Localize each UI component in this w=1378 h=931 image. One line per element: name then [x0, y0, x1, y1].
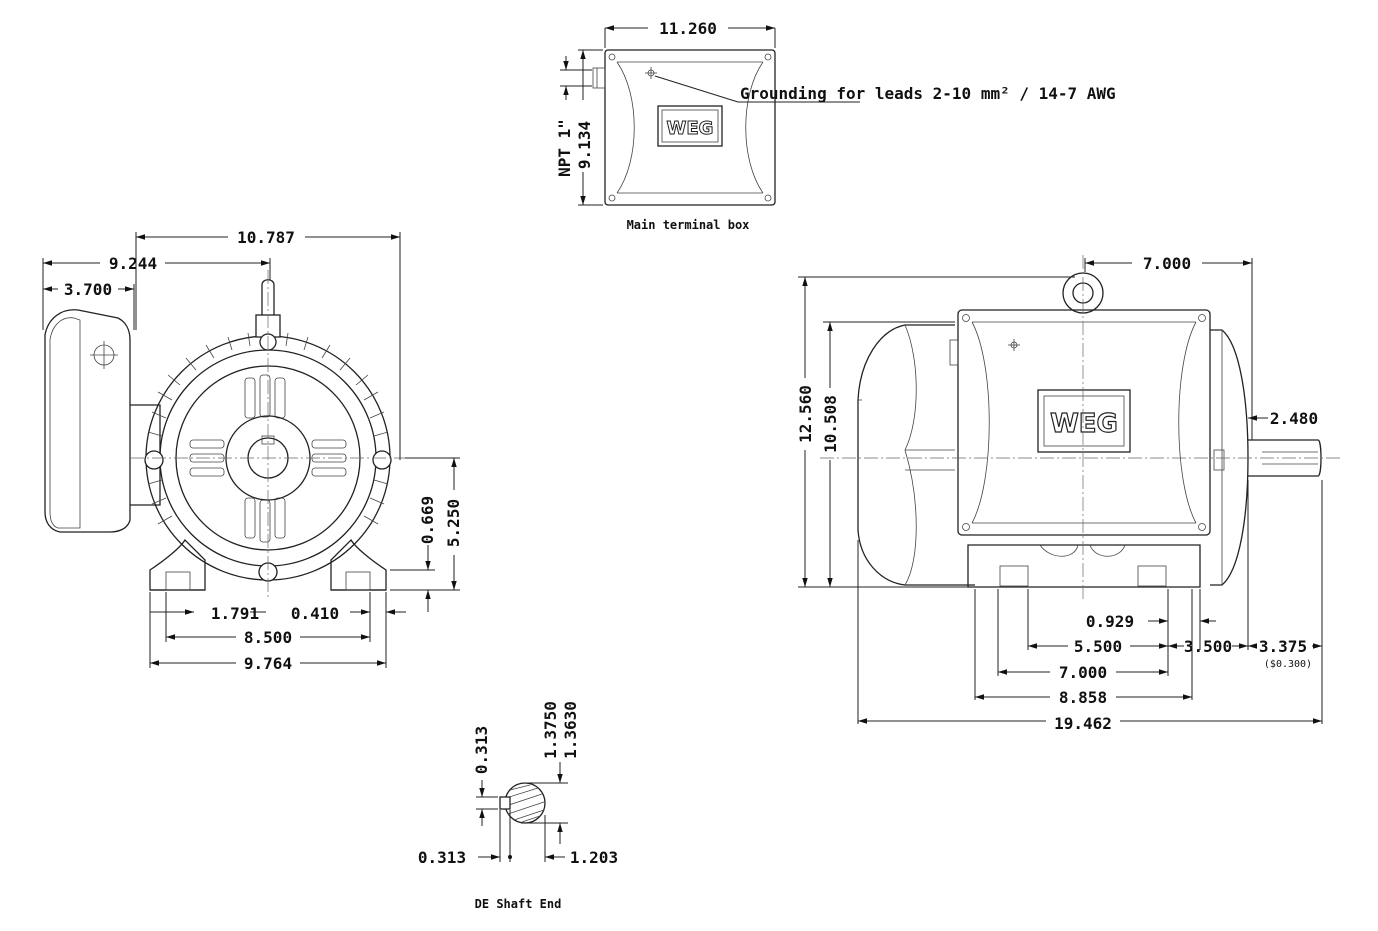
- dim-0-313-horizontal: 0.313: [418, 848, 466, 867]
- dim-9-764: 9.764: [244, 654, 292, 673]
- dim-12-560: 12.560: [796, 385, 815, 443]
- dim-3-375-tolerance: ($0.300): [1264, 659, 1312, 670]
- terminal-box-height-dim: 9.134: [575, 121, 594, 169]
- dim-8-858: 8.858: [1059, 688, 1107, 707]
- terminal-box-caption: Main terminal box: [627, 218, 750, 232]
- dim-3-700: 3.700: [64, 280, 112, 299]
- grounding-note: Grounding for leads 2-10 mm² / 14-7 AWG: [740, 84, 1116, 103]
- terminal-box-width-dim: 11.260: [659, 19, 717, 38]
- dim-9-244: 9.244: [109, 254, 157, 273]
- svg-text:WEG: WEG: [1050, 409, 1118, 439]
- weg-logo: WEG: [1037, 389, 1131, 453]
- dim-0-929: 0.929: [1086, 612, 1134, 631]
- dim-5-500: 5.500: [1074, 637, 1122, 656]
- shaft-end-caption: DE Shaft End: [475, 897, 562, 911]
- motor-front-view: 10.787 9.244 3.700 0.669 5.250 1.791 0.4…: [42, 228, 463, 673]
- dim-1-791: 1.791: [211, 604, 259, 623]
- terminal-box-view: WEG 11.260 9.134 NPT 1" Grounding for le…: [555, 19, 1116, 232]
- dim-8-500: 8.500: [244, 628, 292, 647]
- dim-3-500: 3.500: [1184, 637, 1232, 656]
- dim-19-462: 19.462: [1054, 714, 1112, 733]
- dim-0-313-vertical: 0.313: [472, 726, 491, 774]
- dim-10-787: 10.787: [237, 228, 295, 247]
- motor-side-view: WEG 7.000 12.560 10.508: [796, 254, 1340, 733]
- svg-text:WEG: WEG: [667, 118, 714, 139]
- dim-7-000-top: 7.000: [1143, 254, 1191, 273]
- dim-0-669: 0.669: [418, 496, 437, 544]
- dim-1-3630: 1.3630: [561, 701, 580, 759]
- dim-7-000: 7.000: [1059, 663, 1107, 682]
- dim-5-250: 5.250: [444, 499, 463, 547]
- dim-2-480: 2.480: [1270, 409, 1318, 428]
- dim-1-3750: 1.3750: [541, 701, 560, 759]
- dim-1-203: 1.203: [570, 848, 618, 867]
- dim-0-410: 0.410: [291, 604, 339, 623]
- conduit-size-label: NPT 1": [555, 119, 574, 177]
- weg-logo: WEG: [657, 105, 723, 147]
- dim-10-508: 10.508: [821, 395, 840, 453]
- dim-3-375: 3.375: [1259, 637, 1307, 656]
- shaft-end-view: 0.313 1.3750 1.3630 0.313 1.203 DE Shaft…: [418, 701, 618, 911]
